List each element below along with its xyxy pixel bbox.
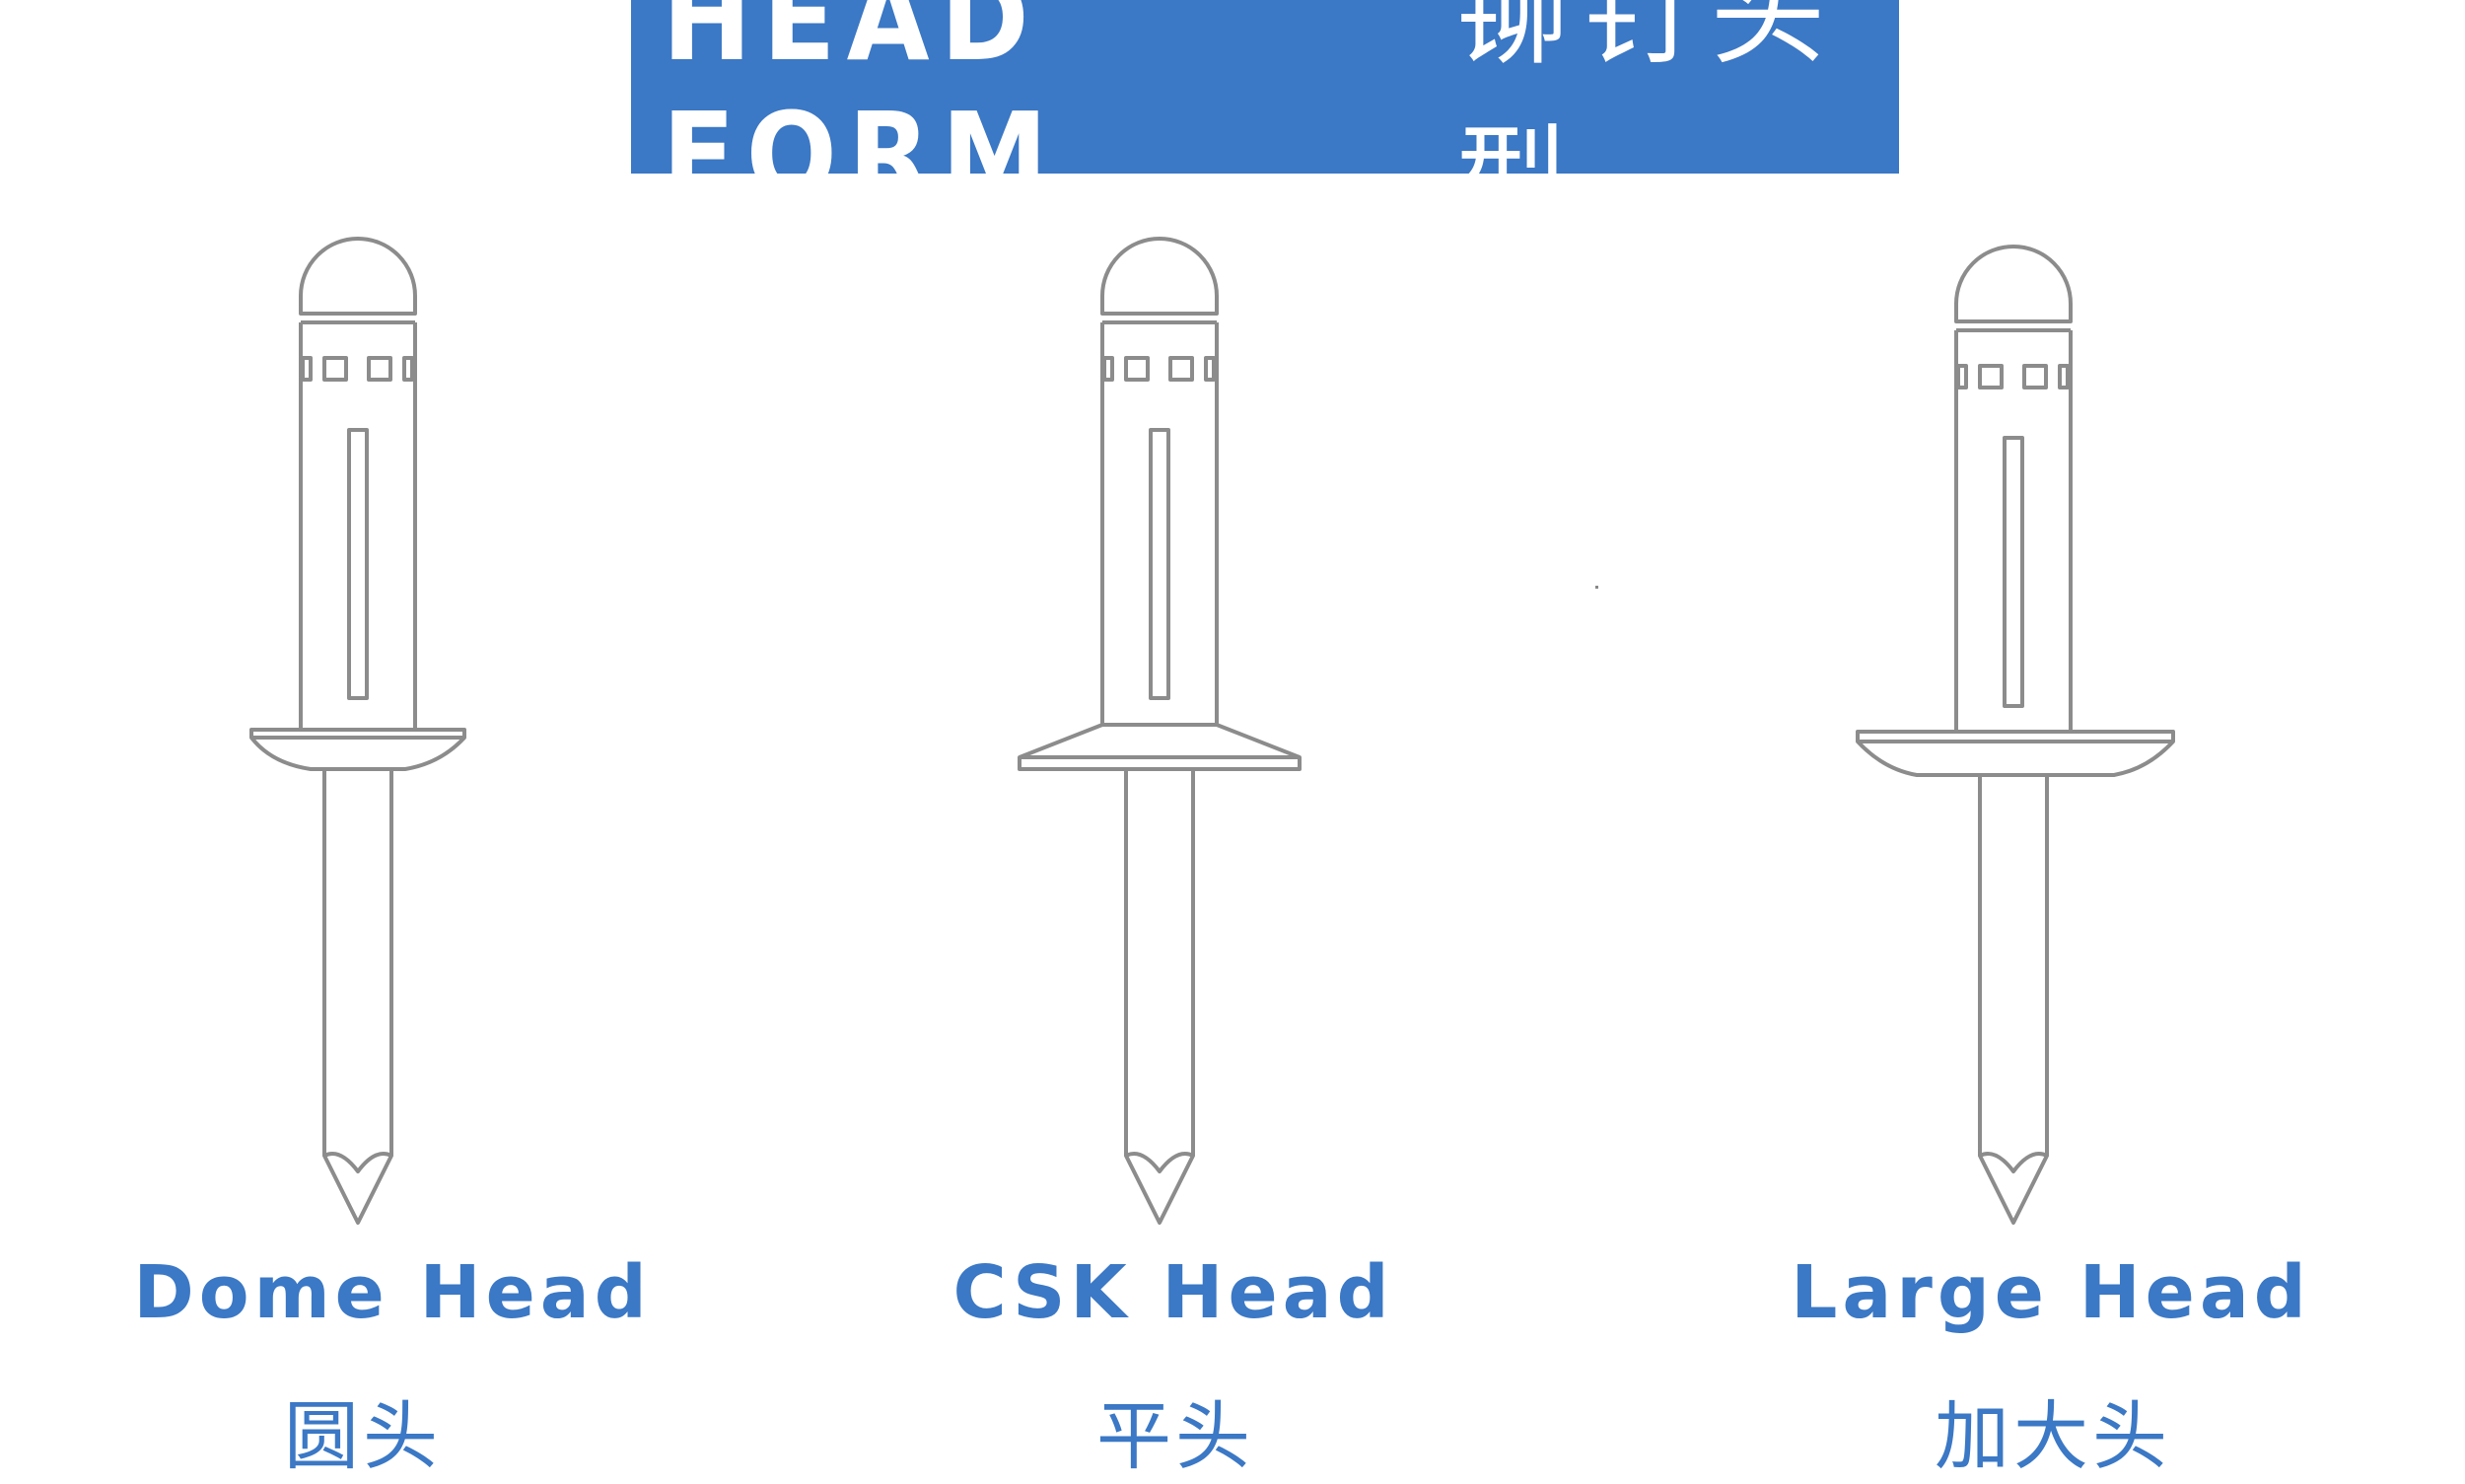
rivet-notch: [1168, 356, 1194, 382]
rivet-notch: [367, 356, 392, 382]
csk-head-label-zh: 平头: [1096, 1392, 1254, 1480]
rivet-mandrel-tip: [1979, 1152, 2048, 1173]
rivet-mandrel: [322, 769, 393, 1225]
rivet-notch: [1956, 364, 1968, 389]
rivet-dome-cap: [299, 237, 417, 316]
large-head-label: Large Head: [1791, 1250, 2311, 1335]
large-head-label-zh: 加大头: [1935, 1392, 2171, 1480]
rivet-large-head-diagram: [1822, 0, 2217, 1282]
rivet-notch: [1204, 356, 1216, 382]
rivet-body: [299, 322, 417, 730]
rivet-mandrel: [1124, 769, 1195, 1225]
rivet-csk-head-diagram: [964, 0, 1359, 1282]
rivet-dome-cap: [1100, 237, 1219, 316]
rivet-slot: [2003, 436, 2024, 708]
rivet-mandrel-tip: [1125, 1152, 1194, 1173]
rivet-notch: [2058, 364, 2070, 389]
rivet-body: [1100, 322, 1219, 725]
rivet-body: [1954, 330, 2073, 732]
rivet-notch: [1978, 364, 2004, 389]
title-zh: 铆钉头型: [1453, 0, 1839, 247]
rivet-mandrel-tip: [323, 1152, 392, 1173]
rivet-notch: [1102, 356, 1114, 382]
title-en: HEAD FORM: [662, 0, 1059, 223]
rivet-flange: [1856, 730, 2175, 777]
rivet-notch: [1124, 356, 1150, 382]
dome-head-label-zh: 圆头: [284, 1392, 442, 1480]
rivet-dome-head-diagram: [163, 0, 557, 1282]
rivet-mandrel: [1978, 775, 2049, 1225]
stray-dot: [1595, 586, 1598, 589]
rivet-flange: [249, 728, 466, 771]
rivet-slot: [1149, 428, 1170, 700]
rivet-notch: [322, 356, 348, 382]
rivet-notch: [402, 356, 414, 382]
rivet-slot: [347, 428, 369, 700]
rivet-notch: [2022, 364, 2048, 389]
rivet-flange: [1018, 723, 1302, 771]
csk-head-label: CSK Head: [952, 1250, 1394, 1335]
rivet-notch: [301, 356, 313, 382]
title-banner: HEAD FORM 铆钉头型: [631, 0, 1899, 247]
rivet-dome-cap: [1954, 245, 2073, 323]
dome-head-label: Dome Head: [133, 1250, 652, 1335]
